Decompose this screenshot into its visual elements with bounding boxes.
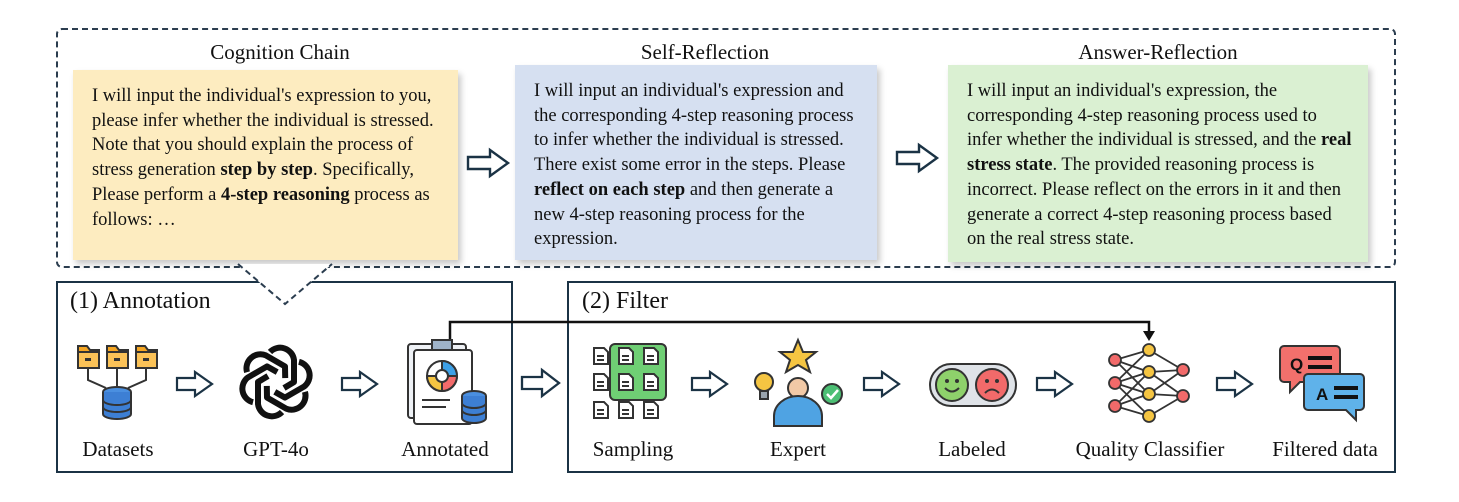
folders-database-icon xyxy=(77,345,158,420)
self-reflection-prompt: I will input an individual's expression … xyxy=(515,65,877,260)
callout-notch xyxy=(237,263,333,306)
prompt-text: I will input an individual's expression … xyxy=(534,81,854,176)
arrow-expert-labeled xyxy=(862,369,901,399)
prompt-text: process as follows: … xyxy=(92,184,430,230)
step-label-filtered-data: Filtered data xyxy=(1272,437,1378,461)
arrow-datasets-gpt xyxy=(175,369,214,399)
emphasis-text: step by step xyxy=(220,160,313,181)
feedback-connector xyxy=(448,320,1155,342)
arrow-annotation-to-filter xyxy=(520,367,561,399)
emphasis-text: 4-step reasoning xyxy=(220,184,350,205)
prompt-text: . Specifically, Please perform a xyxy=(92,160,414,205)
neural-network-icon xyxy=(1108,343,1190,423)
prompt-text: I will input the individual's expression… xyxy=(92,86,434,181)
expert-star-icon xyxy=(754,337,843,427)
svg-text:A: A xyxy=(1316,385,1328,404)
step-label-annotated: Annotated xyxy=(401,437,489,461)
openai-logo-icon xyxy=(239,344,313,420)
svg-text:Q: Q xyxy=(1290,355,1303,374)
annotated-report-icon xyxy=(407,339,487,425)
arrow-cog-to-self xyxy=(466,147,511,179)
answer-reflection-title: Answer-Reflection xyxy=(1078,40,1238,64)
arrow-classifier-filtered xyxy=(1215,369,1254,399)
emphasis-text: real stress state xyxy=(967,130,1352,176)
happy-sad-faces-icon xyxy=(929,363,1017,407)
step-label-expert: Expert xyxy=(770,437,826,461)
document-grid-icon xyxy=(593,343,667,419)
arrow-sampling-expert xyxy=(690,369,729,399)
arrow-labeled-classifier xyxy=(1035,369,1074,399)
step-label-datasets: Datasets xyxy=(82,437,154,461)
arrow-self-to-ans xyxy=(895,142,940,174)
cognition-chain-prompt: I will input the individual's expression… xyxy=(73,70,458,260)
step-label-gpt4o: GPT-4o xyxy=(243,437,309,461)
step-label-sampling: Sampling xyxy=(592,437,674,461)
annotation-title: (1) Annotation xyxy=(70,288,211,314)
self-reflection-title: Self-Reflection xyxy=(640,40,770,64)
answer-reflection-prompt: I will input an individual's expression,… xyxy=(948,65,1368,262)
arrow-gpt-annotated xyxy=(340,369,379,399)
filter-panel xyxy=(567,281,1396,473)
prompt-region xyxy=(56,28,1396,268)
filter-title: (2) Filter xyxy=(582,288,668,314)
emphasis-text: reflect on each step xyxy=(534,179,686,200)
cognition-chain-title: Cognition Chain xyxy=(210,40,350,64)
qa-chat-bubbles-icon: Q A xyxy=(1279,345,1365,423)
step-label-labeled: Labeled xyxy=(938,437,1006,461)
prompt-text: I will input an individual's expression,… xyxy=(967,81,1321,151)
prompt-text: and then generate a new 4-step reasoning… xyxy=(534,179,834,250)
prompt-text: . The provided reasoning process is inco… xyxy=(967,155,1341,250)
step-label-quality-classifier: Quality Classifier xyxy=(1075,437,1225,461)
